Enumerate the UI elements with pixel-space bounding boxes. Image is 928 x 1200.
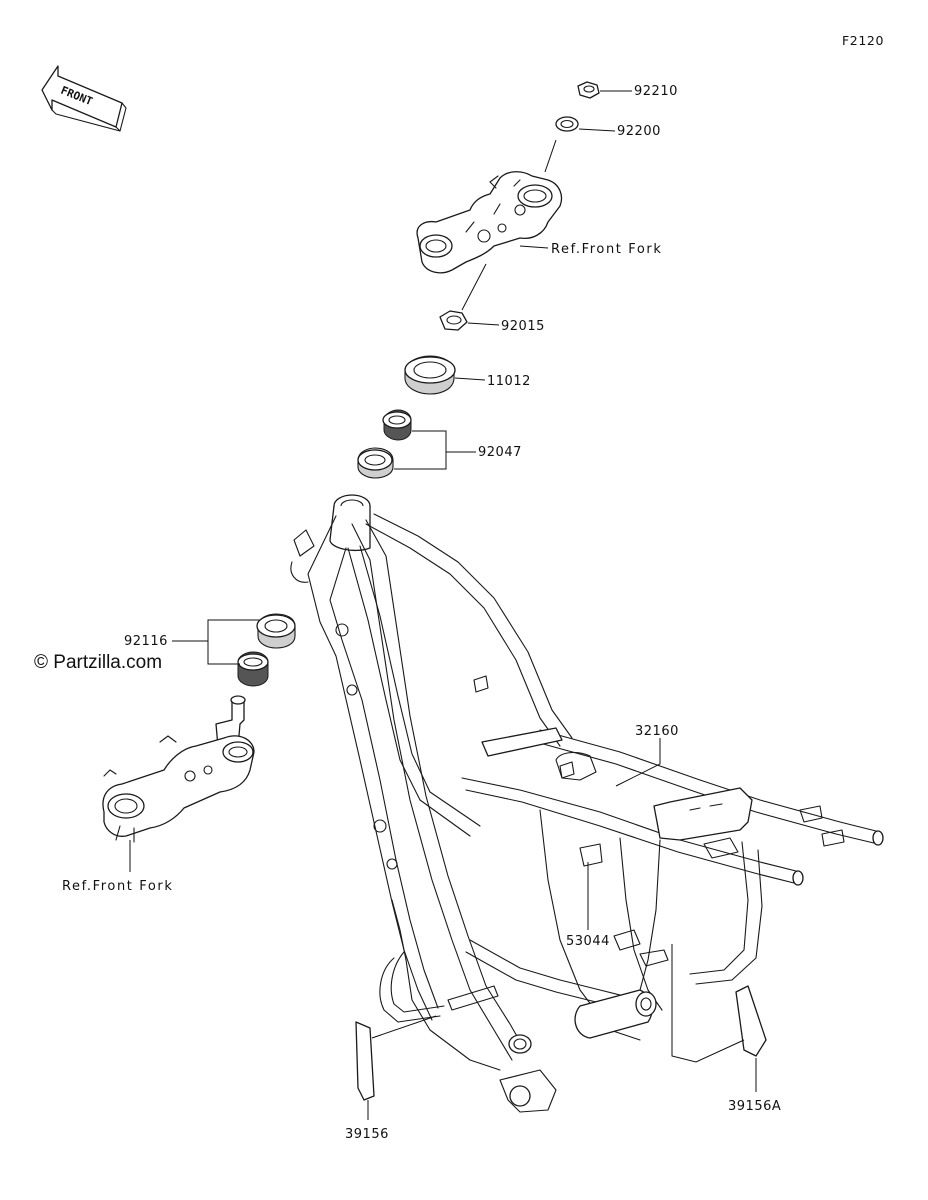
callout-53044: 53044 (566, 934, 610, 949)
cover-39156A (735, 985, 767, 1057)
lower-bracket (102, 695, 255, 843)
nut-92015 (439, 310, 468, 331)
nut-92210 (577, 81, 600, 99)
callout-92210: 92210 (634, 84, 678, 99)
upper-bracket (416, 139, 563, 274)
callout-11012: 11012 (487, 374, 531, 389)
callout-92116: 92116 (124, 634, 168, 649)
front-arrow-icon: FRONT (41, 65, 127, 132)
callout-92047: 92047 (478, 445, 522, 460)
bearing-92116 (237, 613, 296, 687)
frame-32160 (290, 494, 884, 1113)
callout-39156A: 39156A (728, 1099, 781, 1114)
callout-32160: 32160 (635, 724, 679, 739)
callout-92200: 92200 (617, 124, 661, 139)
callout-ref-front-fork-upper: Ref.Front Fork (551, 242, 662, 257)
bearing-92047 (357, 409, 412, 479)
washer-92200 (555, 116, 579, 132)
callout-ref-front-fork-lower: Ref.Front Fork (62, 879, 173, 894)
seal-11012 (404, 355, 456, 395)
cover-39156 (355, 1021, 375, 1101)
figure-code: F2120 (842, 33, 884, 48)
callout-39156: 39156 (345, 1127, 389, 1142)
callout-92015: 92015 (501, 319, 545, 334)
watermark: © Partzilla.com (34, 652, 162, 673)
